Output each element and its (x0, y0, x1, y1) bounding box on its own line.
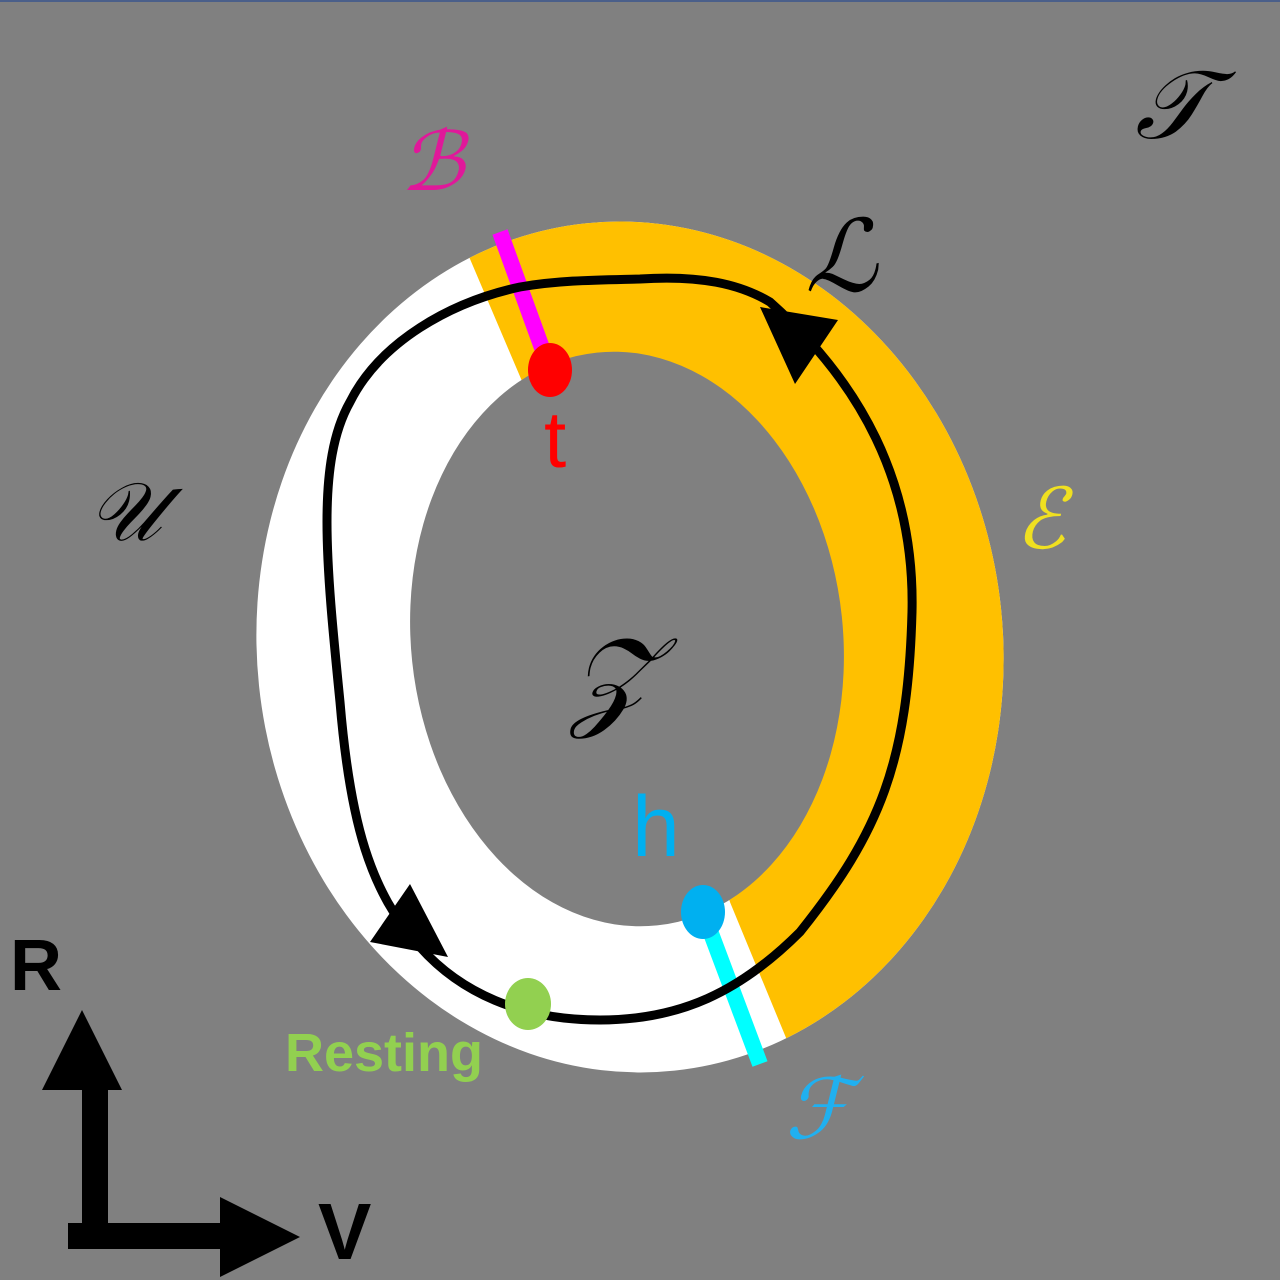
label-U: 𝒰 (88, 465, 162, 560)
inner-region-z (410, 351, 844, 927)
label-Z: 𝒵 (570, 613, 654, 741)
arrowhead-lower-icon (370, 884, 448, 957)
axis-label-v: V (318, 1187, 372, 1276)
axis-v-arrow-icon (220, 1197, 300, 1277)
point-t (528, 343, 572, 397)
label-L: ℒ (805, 198, 878, 315)
axis-label-r: R (10, 926, 62, 1006)
label-t: t (544, 395, 567, 484)
point-h (681, 885, 725, 939)
label-B: ℬ (400, 115, 465, 210)
axis-r-arrow-icon (42, 1010, 122, 1090)
label-resting: Resting (285, 1023, 484, 1083)
label-F: ℱ (785, 1060, 852, 1158)
label-E: ℰ (1015, 470, 1066, 568)
label-h: h (632, 779, 680, 875)
label-T: 𝒯 (1135, 49, 1209, 161)
point-resting (505, 978, 551, 1030)
arrowhead-upper-icon (760, 307, 838, 384)
